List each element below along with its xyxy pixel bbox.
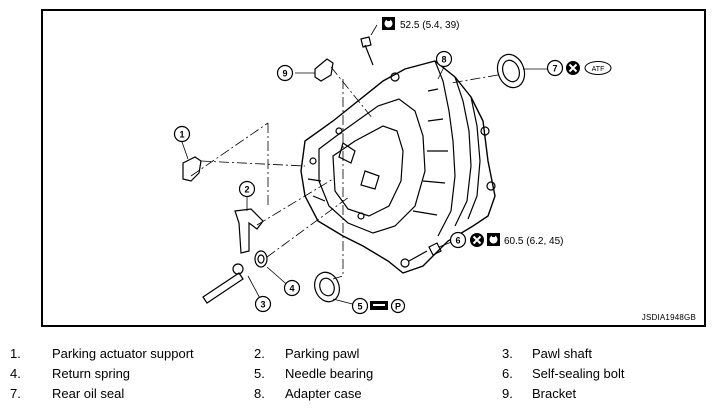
legend-number: 6. <box>502 366 513 381</box>
svg-text:4: 4 <box>289 284 294 294</box>
legend-label: Parking actuator support <box>52 346 194 361</box>
torque-spec-top: 52.5 (5.4, 39) <box>382 17 459 31</box>
svg-text:P: P <box>395 302 401 312</box>
needle-bearing-symbols: P <box>370 298 406 314</box>
adapter-case-drawing <box>300 60 496 274</box>
callout-9: 9 <box>276 64 294 82</box>
top-bolt-drawing <box>360 36 374 66</box>
pawl-shaft-collar <box>232 263 244 275</box>
legend-label: Return spring <box>52 366 131 381</box>
replace-icon <box>470 233 484 247</box>
legend-number: 8. <box>254 386 265 401</box>
svg-text:8: 8 <box>441 55 446 65</box>
parking-actuator-support-drawing <box>182 156 202 182</box>
legend-label: Adapter case <box>285 386 362 401</box>
legend-label: Parking pawl <box>285 346 360 361</box>
legend-label: Pawl shaft <box>532 346 592 361</box>
pawl-shaft-drawing <box>202 272 244 304</box>
rear-oil-seal-symbols: ATF <box>566 61 612 75</box>
torque-wrench-icon <box>487 233 500 246</box>
exploded-diagram: 1 2 3 4 5 6 7 8 9 52.5 (5.4, 39) <box>41 9 706 327</box>
diagram-canvas: 1 2 3 4 5 6 7 8 9 52.5 (5.4, 39) <box>173 17 612 315</box>
svg-text:60.5 (6.2, 45): 60.5 (6.2, 45) <box>504 236 563 247</box>
svg-text:6: 6 <box>455 236 460 246</box>
callout-5: 5 <box>351 297 369 315</box>
return-spring-drawing <box>254 250 268 268</box>
legend-row: 4. Return spring 5. Needle bearing 6. Se… <box>0 366 717 384</box>
callout-8: 8 <box>435 50 453 68</box>
svg-text:1: 1 <box>179 130 184 140</box>
callouts: 1 2 3 4 5 6 7 8 9 <box>173 50 564 315</box>
svg-text:9: 9 <box>282 69 287 79</box>
legend-number: 7. <box>10 386 21 401</box>
legend-label: Self-sealing bolt <box>532 366 625 381</box>
rear-oil-seal-drawing <box>496 53 526 89</box>
svg-text:ATF: ATF <box>592 66 605 73</box>
parking-pawl-drawing <box>234 208 264 254</box>
callout-4: 4 <box>283 279 301 297</box>
petroleum-jelly-icon: P <box>390 298 406 314</box>
legend-number: 3. <box>502 346 513 361</box>
legend-row: 7. Rear oil seal 8. Adapter case 9. Brac… <box>0 386 717 404</box>
legend-label: Bracket <box>532 386 577 401</box>
legend-number: 2. <box>254 346 265 361</box>
callout-7: 7 <box>546 59 564 77</box>
callout-6: 6 <box>449 231 467 249</box>
needle-bearing-drawing <box>314 271 340 303</box>
svg-text:52.5 (5.4, 39): 52.5 (5.4, 39) <box>400 20 459 31</box>
torque-wrench-icon <box>382 17 395 30</box>
legend-label: Needle bearing <box>285 366 374 381</box>
callout-3: 3 <box>254 295 272 313</box>
bracket-drawing <box>314 58 334 82</box>
legend-row: 1. Parking actuator support 2. Parking p… <box>0 346 717 364</box>
replace-icon <box>566 61 580 75</box>
legend-label: Rear oil seal <box>52 386 125 401</box>
petroleum-jelly-tool-icon <box>370 301 388 310</box>
legend-number: 4. <box>10 366 21 381</box>
svg-text:7: 7 <box>552 64 557 74</box>
assembly-lines <box>190 66 499 280</box>
svg-text:2: 2 <box>244 185 249 195</box>
side-bolt-drawing <box>408 242 442 262</box>
legend-number: 5. <box>254 366 265 381</box>
torque-spec-right: 60.5 (6.2, 45) <box>470 233 563 247</box>
svg-text:3: 3 <box>260 300 265 310</box>
callout-1: 1 <box>173 125 191 143</box>
atf-icon: ATF <box>584 61 612 75</box>
figure-code: JSDIA1948GB <box>641 313 696 322</box>
legend-number: 1. <box>10 346 21 361</box>
legend-number: 9. <box>502 386 513 401</box>
callout-2: 2 <box>238 180 256 198</box>
svg-text:5: 5 <box>357 302 362 312</box>
